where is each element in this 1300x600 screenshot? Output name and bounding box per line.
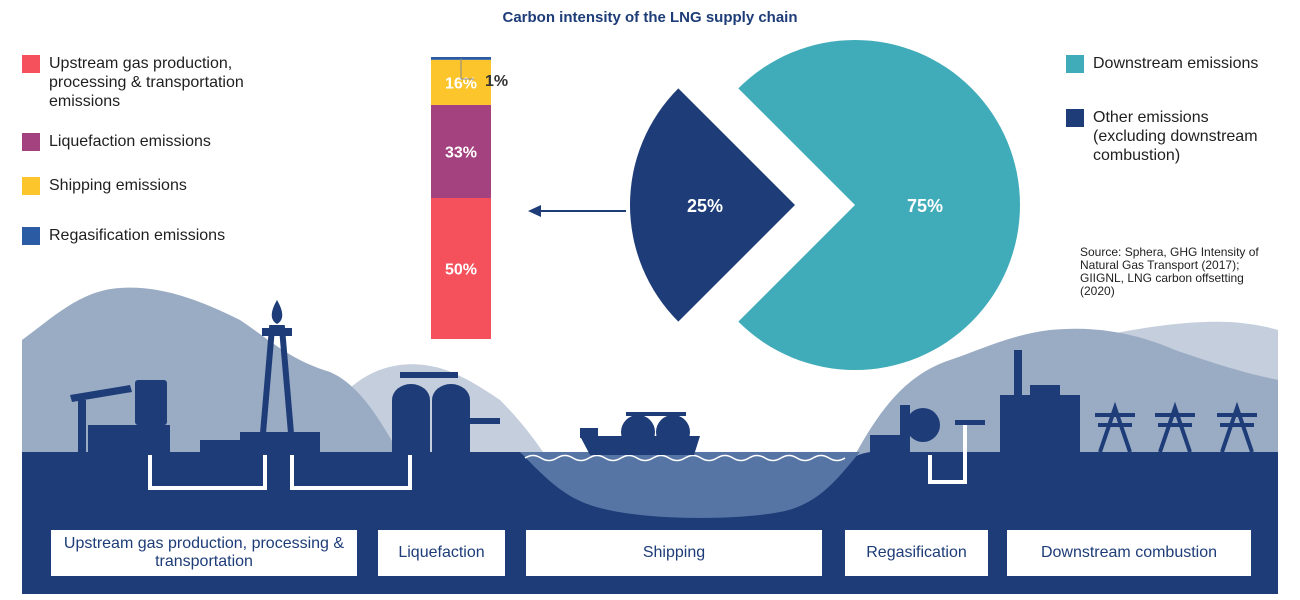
pie-data-label: 25% [687, 196, 723, 216]
pie-data-label: 75% [907, 196, 943, 216]
pie-slice [738, 39, 1021, 370]
legend-label: Regasification emissions [49, 227, 226, 244]
bar-segment [431, 198, 491, 339]
legend-item: Regasification emissions [22, 226, 262, 245]
bar-data-label: 50% [445, 262, 477, 279]
legend-left: Upstream gas production, processing & tr… [22, 54, 322, 254]
legend-swatch [22, 55, 40, 73]
bar-data-label: 1% [485, 73, 508, 90]
stage-downstream-combustion: Downstream combustion [1007, 530, 1251, 576]
legend-label: Shipping emissions [49, 177, 187, 194]
bar-leader-line [460, 58, 474, 80]
legend-label: Downstream emissions [1093, 55, 1259, 72]
legend-swatch [22, 133, 40, 151]
lng-ship-icon [580, 412, 700, 455]
legend-item: Upstream gas production, processing & tr… [22, 54, 262, 111]
stage-regasification: Regasification [845, 530, 988, 576]
bar-data-label: 33% [445, 144, 477, 161]
pump-jack-icon [70, 380, 240, 452]
legend-swatch [1066, 109, 1084, 127]
stage-shipping: Shipping [526, 530, 822, 576]
pie-chart: 75% 25% [630, 39, 1021, 370]
legend-label: Liquefaction emissions [49, 133, 211, 150]
legend-item: Other emissions (excluding downstream co… [1066, 108, 1266, 165]
legend-swatch [1066, 55, 1084, 73]
pie-slice [630, 88, 795, 322]
arrow-pie-to-bar [528, 205, 626, 217]
chart-title: Carbon intensity of the LNG supply chain [502, 9, 798, 26]
pipeline [148, 425, 967, 490]
stage-liquefaction: Liquefaction [378, 530, 505, 576]
oil-rig-icon [240, 300, 320, 452]
power-plant-icon [1000, 350, 1080, 452]
regasification-plant-icon [870, 405, 985, 452]
hill-left [22, 287, 400, 455]
liquefaction-plant-icon [392, 372, 500, 452]
legend-item: Shipping emissions [22, 176, 262, 195]
water-waves [524, 454, 846, 462]
legend-label: Upstream gas production, processing & tr… [49, 55, 244, 110]
stacked-bar: 50% 33% 16% 1% [431, 57, 508, 339]
source-note: Source: Sphera, GHG Intensity of Natural… [1080, 245, 1259, 298]
bar-segment [431, 104, 491, 198]
legend-swatch [22, 177, 40, 195]
stage-upstream: Upstream gas production, processing & tr… [51, 530, 357, 576]
legend-swatch [22, 227, 40, 245]
legend-item: Downstream emissions [1066, 54, 1266, 73]
legend-item: Liquefaction emissions [22, 132, 262, 151]
power-pylons-icon [1095, 401, 1257, 453]
bar-data-label: 16% [445, 75, 477, 92]
legend-label: Other emissions (excluding downstream co… [1093, 109, 1258, 164]
water-body [520, 452, 860, 518]
